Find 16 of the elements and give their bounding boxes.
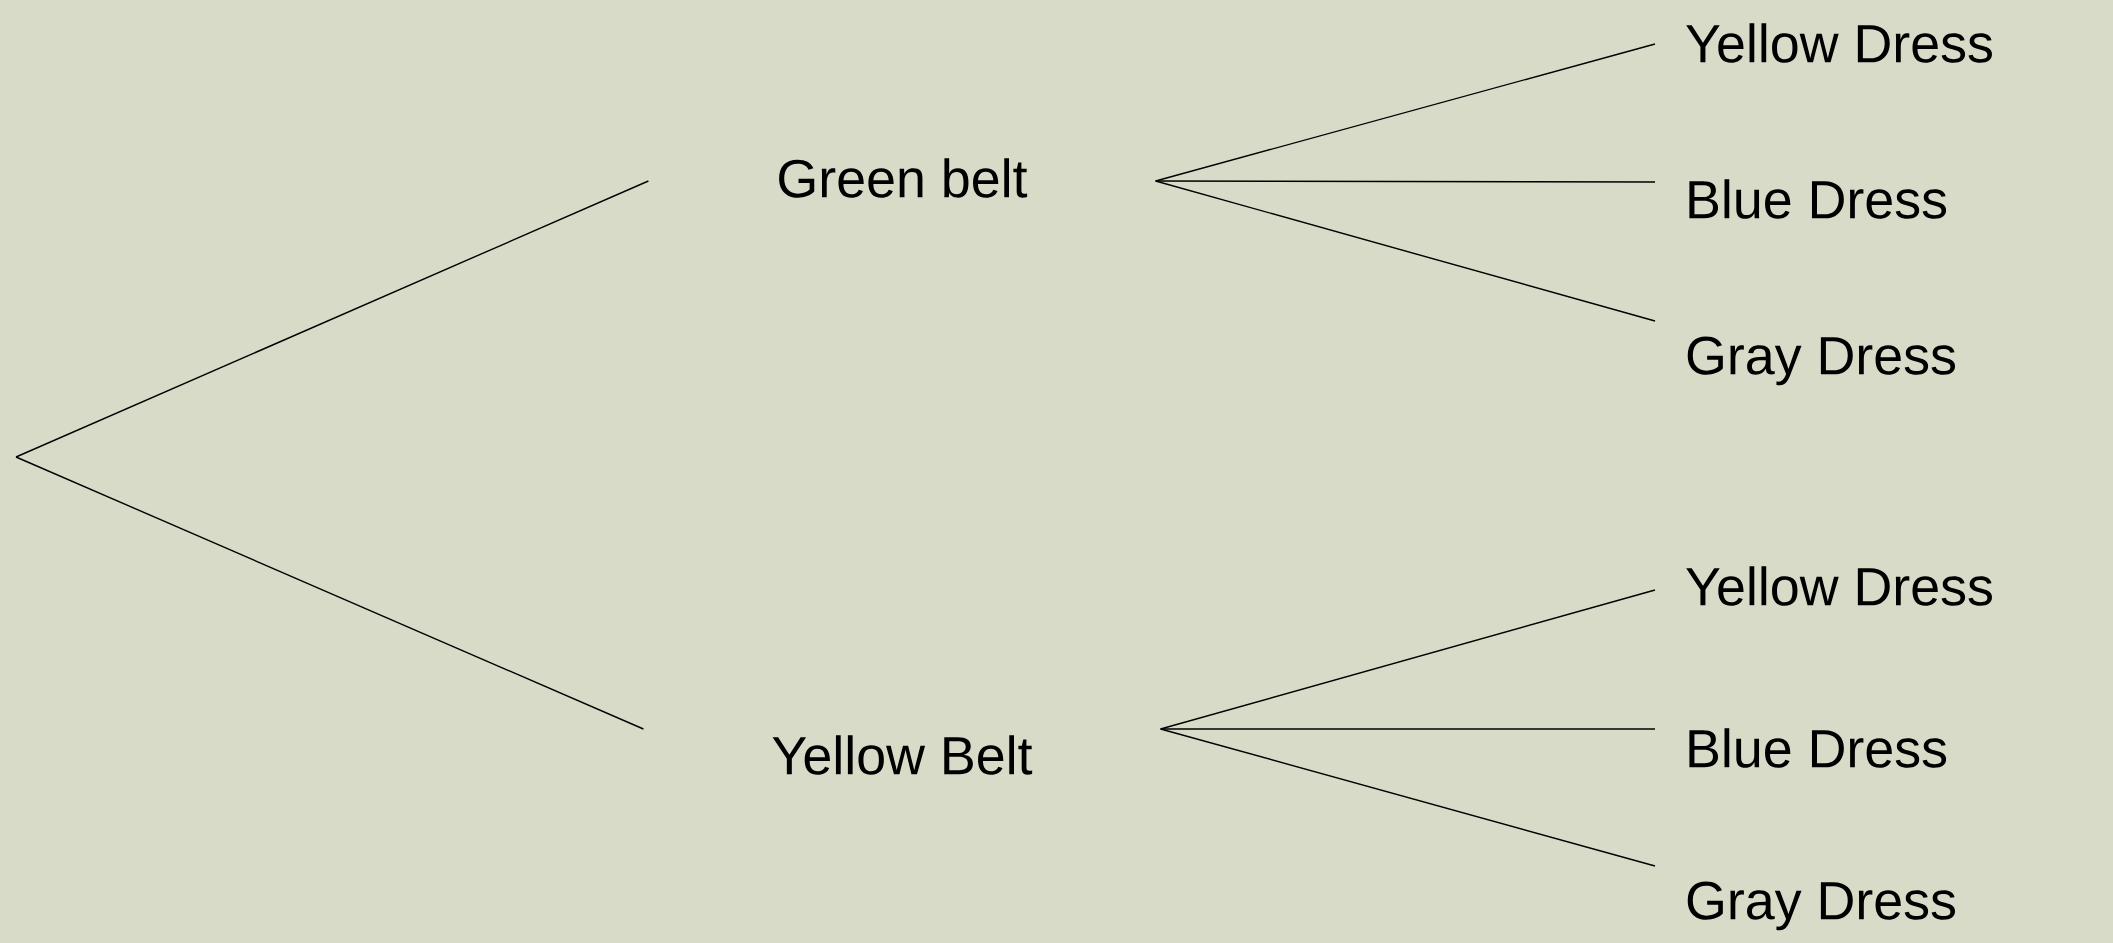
leaf-label: Gray Dress — [1687, 881, 1955, 931]
leaf-label: Gray Dress — [1687, 336, 1955, 386]
leaf-label: Blue Dress — [1689, 728, 1947, 768]
leaf-label: Yellow Dress — [1686, 566, 1992, 606]
tree-branch-line — [15, 180, 650, 458]
tree-branch-line — [1159, 728, 1656, 730]
tree-branch-line — [1154, 180, 1656, 322]
branch-label: Yellow Belt — [772, 735, 1033, 775]
tree-branch-line — [1159, 728, 1656, 867]
tree-branch-line — [15, 456, 645, 730]
branch-label: Green belt — [779, 158, 1028, 198]
leaf-label: Blue Dress — [1689, 179, 1947, 219]
leaf-label: Yellow Dress — [1686, 23, 1992, 63]
tree-branch-line — [1154, 43, 1656, 182]
tree-branch-line — [1159, 589, 1656, 730]
tree-branch-line — [1154, 180, 1656, 183]
